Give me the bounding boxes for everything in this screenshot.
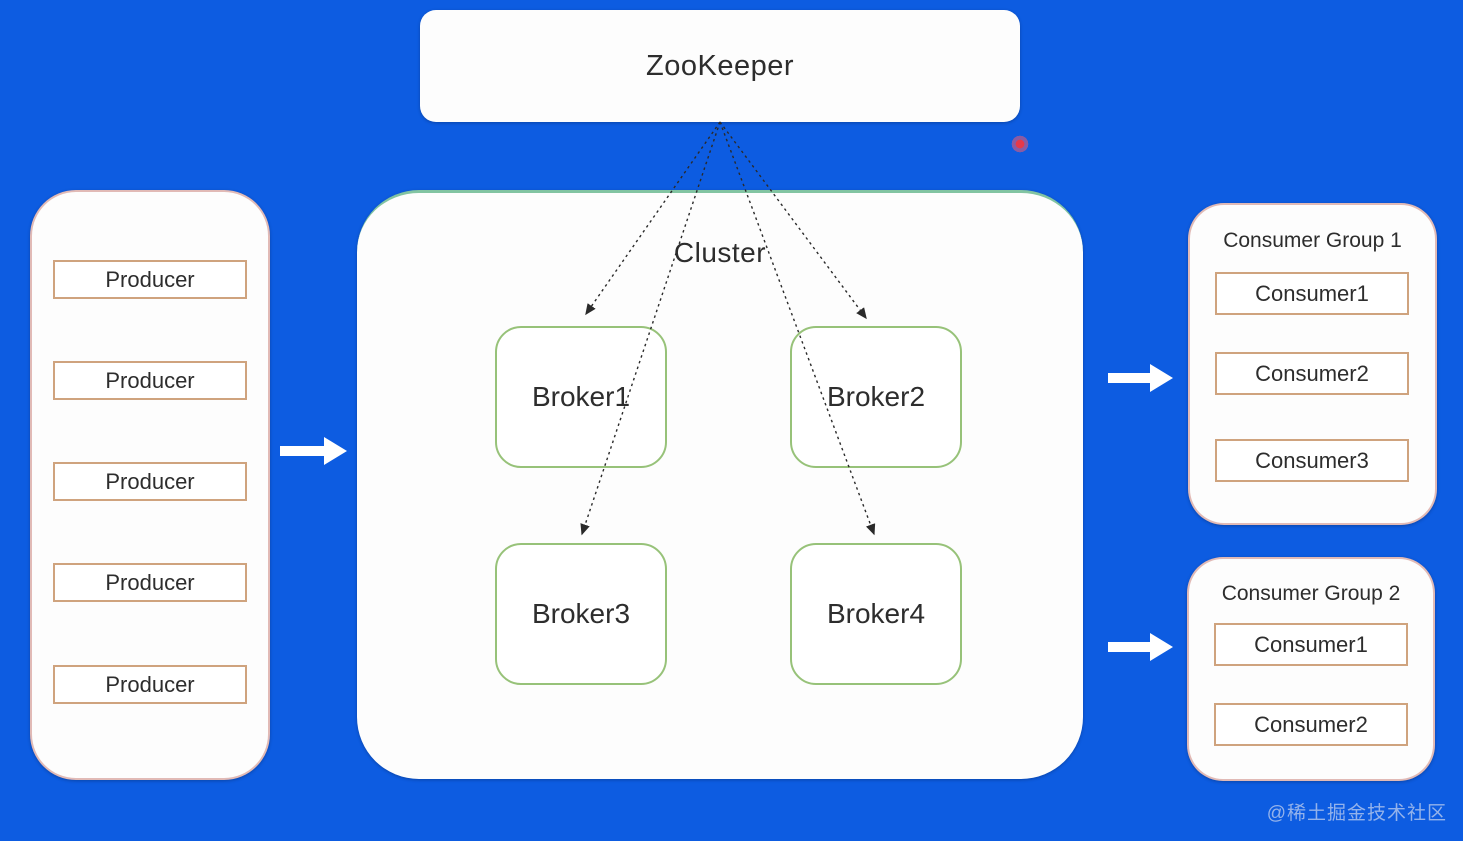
consumer-label: Consumer1: [1255, 280, 1369, 306]
cursor-click-dot: [1010, 134, 1030, 154]
consumer-node: Consumer3: [1215, 439, 1409, 482]
consumer-group-1-panel: Consumer Group 1 Consumer1 Consumer2 Con…: [1188, 203, 1437, 525]
broker-node: Broker3: [495, 543, 667, 685]
consumer-label: Consumer1: [1254, 631, 1368, 657]
producer-node: Producer: [53, 462, 247, 501]
producer-node: Producer: [53, 260, 247, 299]
consumer-node: Consumer1: [1215, 272, 1409, 315]
broker-label: Broker4: [826, 598, 926, 629]
broker-node: Broker4: [790, 543, 962, 685]
broker-label: Broker3: [531, 598, 631, 629]
consumer-group-2-panel: Consumer Group 2 Consumer1 Consumer2: [1187, 557, 1435, 781]
producer-label: Producer: [105, 468, 195, 494]
producer-node: Producer: [53, 361, 247, 400]
producer-label: Producer: [105, 671, 195, 697]
producers-to-cluster-arrow: [280, 437, 347, 465]
cluster-to-consumer-group-2-arrow: [1108, 633, 1173, 661]
consumer-node: Consumer1: [1214, 623, 1408, 666]
consumer-group-2-title: Consumer Group 2: [1221, 582, 1401, 605]
cluster-label: Cluster: [673, 237, 767, 268]
zookeeper-label: ZooKeeper: [646, 49, 794, 82]
consumer-node: Consumer2: [1215, 352, 1409, 395]
consumer-label: Consumer2: [1255, 360, 1369, 386]
watermark: @稀土掘金技术社区: [1266, 803, 1447, 824]
producer-node: Producer: [53, 665, 247, 704]
cluster-panel: Cluster Broker1 Broker2 Broker3 Broker4: [357, 190, 1083, 779]
consumer-group-1-title: Consumer Group 1: [1223, 229, 1402, 252]
cluster-to-consumer-group-1-arrow: [1108, 364, 1173, 392]
broker-label: Broker1: [531, 381, 631, 412]
consumer-label: Consumer3: [1255, 447, 1369, 473]
consumer-label: Consumer2: [1254, 711, 1368, 737]
producers-panel: Producer Producer Producer Producer Prod…: [30, 190, 270, 780]
producer-node: Producer: [53, 563, 247, 602]
broker-node: Broker2: [790, 326, 962, 468]
producer-label: Producer: [105, 569, 195, 595]
broker-label: Broker2: [826, 381, 926, 412]
consumer-node: Consumer2: [1214, 703, 1408, 746]
producer-label: Producer: [105, 266, 195, 292]
producer-label: Producer: [105, 367, 195, 393]
broker-node: Broker1: [495, 326, 667, 468]
zookeeper-node: ZooKeeper: [420, 10, 1020, 122]
